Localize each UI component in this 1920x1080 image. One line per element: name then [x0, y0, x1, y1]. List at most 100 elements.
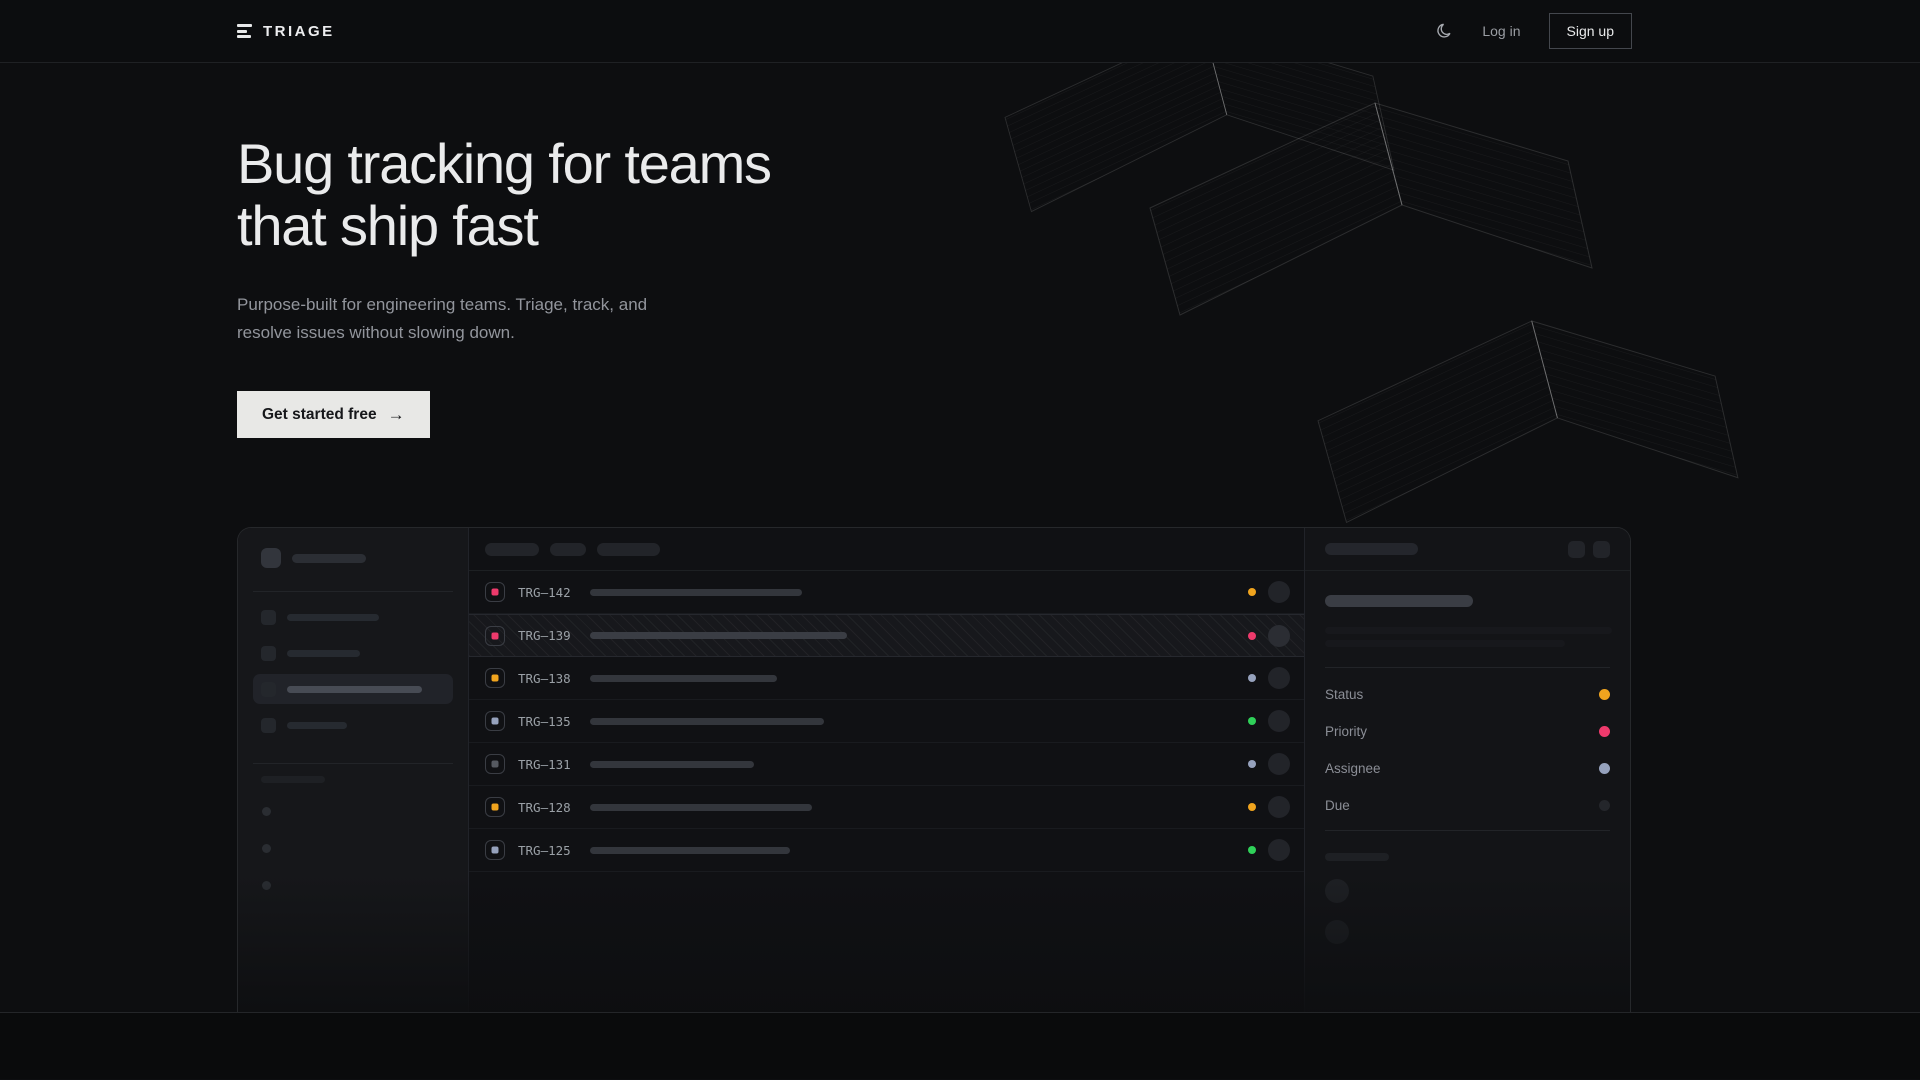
divider	[1325, 667, 1610, 668]
divider	[253, 591, 453, 592]
issue-type-dot-icon	[491, 588, 499, 596]
hero-subtext: Purpose-built for engineering teams. Tri…	[237, 295, 648, 342]
property-value-dot-icon	[1599, 726, 1610, 737]
skeleton-section-title	[1325, 853, 1389, 861]
brand-name: TRIAGE	[263, 22, 335, 40]
status-dot-icon	[1248, 588, 1256, 596]
login-link[interactable]: Log in	[1482, 23, 1521, 39]
skeleton-description-line	[1325, 627, 1612, 634]
skeleton-issue-title-bar	[590, 674, 777, 682]
issue-detail-panel: Status Priority Assignee Due	[1304, 528, 1630, 1012]
issue-type-dot-icon	[491, 717, 499, 725]
issue-type-checkbox[interactable]	[485, 668, 505, 688]
panel-action-icon[interactable]	[1568, 540, 1585, 558]
sidebar-item-icon	[261, 717, 276, 733]
skeleton-issue-title	[1325, 595, 1473, 607]
skeleton-filter-pill[interactable]	[485, 542, 539, 556]
get-started-button[interactable]: Get started free →	[237, 391, 430, 438]
issue-id: TRG–125	[518, 842, 571, 858]
issue-type-dot-icon	[491, 760, 499, 768]
status-dot-icon	[1248, 760, 1256, 768]
skeleton-issue-title-bar	[590, 803, 812, 811]
assignee-avatar	[1268, 581, 1290, 603]
skeleton-filter-pill[interactable]	[597, 542, 660, 556]
dark-mode-moon-icon[interactable]	[1436, 22, 1454, 40]
issue-type-dot-icon	[491, 846, 499, 854]
property-row[interactable]: Status	[1325, 676, 1610, 713]
arrow-right-icon: →	[387, 404, 405, 424]
issue-row[interactable]: TRG–139	[469, 614, 1304, 657]
skeleton-issue-title-bar	[590, 632, 847, 639]
issue-row[interactable]: TRG–131	[469, 743, 1304, 786]
skeleton-bar	[287, 613, 379, 621]
status-dot-icon	[1248, 674, 1256, 682]
issue-type-checkbox[interactable]	[485, 797, 505, 817]
skeleton-bar	[287, 685, 422, 693]
property-label: Due	[1325, 798, 1350, 813]
property-row[interactable]: Assignee	[1325, 750, 1610, 787]
divider	[1325, 830, 1610, 831]
issue-type-checkbox[interactable]	[485, 840, 505, 860]
brand-logo[interactable]: TRIAGE	[237, 23, 335, 40]
get-started-label: Get started free	[262, 405, 377, 423]
issue-row[interactable]: TRG–135	[469, 700, 1304, 743]
sidebar-item-icon	[261, 681, 276, 697]
issue-id: TRG–142	[518, 584, 571, 600]
issue-list: TRG–142 TRG–139 TRG–138 TRG–135 TRG–131	[469, 528, 1304, 1012]
issue-rows: TRG–142 TRG–139 TRG–138 TRG–135 TRG–131	[469, 571, 1304, 872]
issue-id: TRG–128	[518, 799, 571, 815]
issue-list-toolbar	[469, 528, 1304, 571]
divider	[253, 763, 453, 764]
skeleton-dot	[262, 881, 271, 890]
skeleton-description-line	[1325, 640, 1565, 647]
sidebar-item-icon	[261, 609, 276, 625]
assignee-avatar	[1268, 753, 1290, 775]
skeleton-dot	[262, 844, 271, 853]
property-value-dot-icon	[1599, 800, 1610, 811]
issue-type-checkbox[interactable]	[485, 711, 505, 731]
skeleton-section-title	[261, 776, 325, 783]
issue-type-checkbox[interactable]	[485, 625, 505, 646]
sidebar-item[interactable]	[253, 602, 453, 632]
triage-logo-icon	[237, 24, 253, 38]
skeleton-issue-title-bar	[590, 717, 824, 725]
sidebar-item-icon	[261, 645, 276, 661]
panel-action-icon[interactable]	[1593, 540, 1610, 558]
sidebar-item[interactable]	[253, 638, 453, 668]
workspace-switcher[interactable]	[253, 548, 453, 568]
assignee-avatar	[1268, 624, 1290, 647]
sidebar-item-active[interactable]	[253, 674, 453, 704]
issue-type-checkbox[interactable]	[485, 754, 505, 774]
issue-id: TRG–131	[518, 756, 571, 772]
skeleton-filter-pill[interactable]	[550, 542, 586, 556]
skeleton-bar	[292, 553, 366, 563]
skeleton-breadcrumb	[1325, 543, 1418, 555]
skeleton-issue-title-bar	[590, 588, 802, 596]
footer-section	[0, 1013, 1920, 1079]
issue-row[interactable]: TRG–128	[469, 786, 1304, 829]
skeleton-bar	[287, 721, 347, 729]
issue-type-checkbox[interactable]	[485, 582, 505, 602]
sidebar-item[interactable]	[253, 710, 453, 740]
assignee-avatar	[1268, 839, 1290, 861]
issue-row[interactable]: TRG–138	[469, 657, 1304, 700]
property-value-dot-icon	[1599, 689, 1610, 700]
assignee-avatar	[1268, 796, 1290, 818]
app-mockup-card: TRG–142 TRG–139 TRG–138 TRG–135 TRG–131	[237, 527, 1631, 1012]
workspace-avatar	[261, 548, 281, 568]
issue-id: TRG–135	[518, 713, 571, 729]
top-nav: TRIAGE Log in Sign up	[0, 0, 1920, 63]
issue-properties: Status Priority Assignee Due	[1325, 676, 1610, 824]
mockup-sidebar	[238, 528, 469, 1012]
property-row[interactable]: Priority	[1325, 713, 1610, 750]
signup-button[interactable]: Sign up	[1548, 13, 1632, 49]
property-label: Assignee	[1325, 761, 1381, 776]
issue-row[interactable]: TRG–125	[469, 829, 1304, 872]
sidebar-nav-list	[253, 602, 453, 740]
issue-type-dot-icon	[491, 803, 499, 811]
issue-type-dot-icon	[491, 632, 499, 639]
property-row[interactable]: Due	[1325, 787, 1610, 824]
issue-row[interactable]: TRG–142	[469, 571, 1304, 614]
